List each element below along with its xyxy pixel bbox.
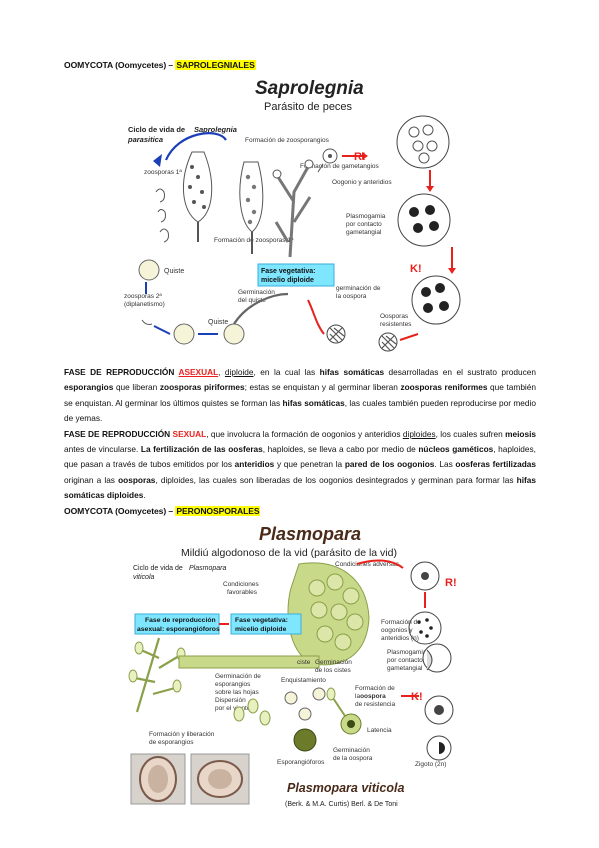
fig2-oogonium-drawing: [410, 561, 440, 591]
fig2-cycle-a: Ciclo de vida de: [133, 565, 183, 572]
section-heading-saprolegniales: OOMYCOTA (Oomycetes) – SAPROLEGNIALES: [64, 60, 256, 70]
fig1-formacion-zoo: Formación de zoosporangios: [245, 137, 330, 144]
fig1-cycle-label-a: Ciclo de vida de: [128, 125, 185, 134]
fig2-zygote-dark: [293, 728, 317, 752]
fig1-cyst2-drawing: [173, 323, 195, 345]
fig1-fase-veg-b: micelio diploide: [261, 277, 314, 284]
fig2-fase-rep-a: Fase de reproducción: [145, 617, 216, 624]
fig2-oospore-drawing: [424, 695, 454, 725]
fig1-zoosporas1: zoosporas 1ª: [144, 169, 182, 176]
heading-lead: OOMYCOTA (Oomycetes) –: [64, 506, 176, 516]
fig2-r-mark: R!: [445, 577, 457, 589]
fig1-cycle-label-b: Saprolegnia: [194, 125, 237, 134]
fig2-zigoto: Zigoto (2n): [415, 761, 446, 768]
fig1-quiste: Quiste: [164, 268, 184, 275]
fig1-title: Saprolegnia: [255, 78, 364, 99]
fig1-formacion-zoo1: Formación de zoosporas 1ª: [214, 237, 294, 244]
fig2-fase-rep-b: asexual: esporangióforos: [137, 626, 220, 633]
fig2-esporangioforos: Esporangióforos: [277, 759, 325, 766]
fig1-quiste2: Quiste: [208, 319, 228, 326]
fig1-arrow-blue-top: [164, 132, 227, 161]
fig2-leaf-cells: [287, 562, 370, 666]
fig2-plasmogamy-drawing: [422, 643, 452, 673]
fig1-oogonium-small: [317, 148, 338, 173]
section-heading-peronosporales: OOMYCOTA (Oomycetes) – PERONOSPORALES: [64, 506, 261, 516]
fig2-cycle-b: Plasmopara: [189, 565, 226, 572]
saprolegnia-diagram: Saprolegnia Parásito de peces Ciclo de v…: [124, 78, 461, 352]
fig2-leaf-tissue: [178, 655, 320, 669]
fig2-enquistamiento: Enquistamiento: [281, 677, 326, 684]
description-paragraph-saprolegnia: FASE DE REPRODUCCIÓN ASEXUAL, diploide, …: [64, 367, 537, 501]
fig1-cyst-drawing: [138, 259, 160, 281]
fig2-cond-adv: Condiciones adversas: [335, 561, 400, 568]
fig2-fase-veg-b: micelio diploide: [235, 626, 287, 633]
fig1-zoosporas2: zoosporas 2ª(diplanetismo): [124, 293, 165, 308]
fig2-micrograph-left: [130, 753, 186, 805]
heading-tag-highlight: SAPROLEGNIALES: [175, 60, 256, 70]
fig2-sporangiophores-drawing: [128, 637, 186, 713]
saprolegnia-life-cycle-figure: Saprolegnia Parásito de peces Ciclo de v…: [118, 72, 482, 360]
fig1-zoosporangia-drawing: [239, 161, 264, 254]
fig2-oogonium-spotted: [408, 611, 442, 645]
plasmopara-diagram: Plasmopara Mildiú algodonoso de la vid (…: [128, 524, 457, 808]
fig1-zoospores-1-drawing: [155, 188, 169, 243]
heading-lead: OOMYCOTA (Oomycetes) –: [64, 60, 176, 70]
fig1-formacion-gam: Formación de gametangios: [300, 163, 380, 170]
fig2-oospore-germinating: [326, 687, 362, 735]
fig1-arrowhead: [153, 154, 162, 167]
fig1-subtitle: Parásito de peces: [264, 101, 353, 113]
fig1-oogonia-cluster: [396, 115, 450, 169]
fig2-cycle-c: viticola: [133, 574, 155, 581]
fig1-oospores-drawing: [411, 275, 461, 325]
fig2-sporangia-drawing: [233, 698, 271, 726]
fig2-cyst-drawings: [284, 687, 326, 721]
fig1-zoosporangium-drawing: [182, 151, 213, 242]
fig2-ciste: ciste: [297, 659, 311, 666]
heading-tag-highlight: PERONOSPORALES: [175, 506, 261, 516]
fig2-species: Plasmopara viticola: [287, 781, 404, 795]
fig2-subtitle: Mildiú algodonoso de la vid (parásito de…: [181, 547, 397, 559]
fig2-formacion-oospora: Formación de laoospora de resistencia: [355, 685, 397, 708]
fig1-fase-veg-a: Fase vegetativa:: [261, 268, 315, 275]
fig2-fase-veg-box: [230, 613, 302, 635]
fig2-micrograph-right: [190, 753, 250, 805]
fig1-plasmogamy-drawing: [397, 193, 451, 247]
fig2-latencia: Latencia: [367, 727, 392, 734]
fig2-title: Plasmopara: [259, 524, 361, 544]
fig2-fase-veg-a: Fase vegetativa:: [235, 617, 288, 624]
fig1-fase-veg-box: [257, 263, 335, 287]
fig1-k-mark: K!: [410, 263, 422, 275]
plasmopara-life-cycle-figure: Plasmopara Mildiú algodonoso de la vid (…: [119, 518, 481, 818]
fig1-oogonio: Oogonio y anteridios: [332, 179, 392, 186]
fig2-authority: (Berk. & M.A. Curtis) Berl. & De Toni: [285, 801, 398, 808]
fig1-cycle-label-c: parasitica: [127, 135, 163, 144]
fig1-hyphae-drawing: [272, 159, 314, 258]
